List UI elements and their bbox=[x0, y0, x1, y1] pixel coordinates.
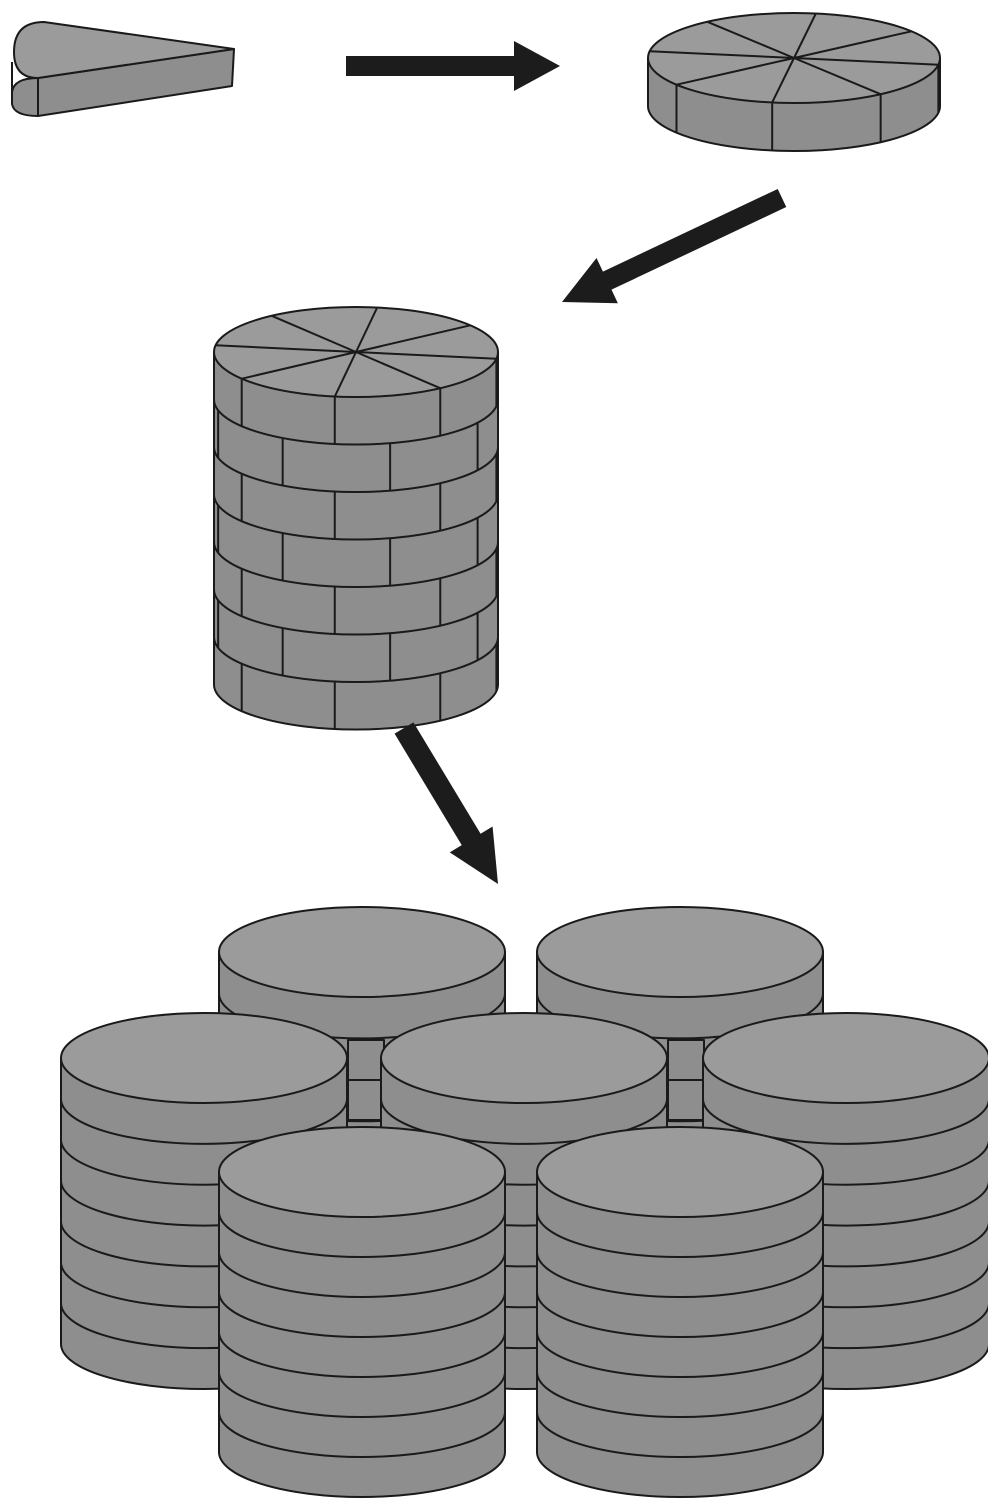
layer-seam bbox=[218, 1411, 506, 1458]
wedge-divider bbox=[355, 324, 471, 353]
layer-seam bbox=[536, 1411, 824, 1458]
layer-seam bbox=[218, 1291, 506, 1338]
wedge-divider bbox=[355, 351, 441, 390]
layer-seam bbox=[218, 1251, 506, 1298]
layer-seam bbox=[536, 1251, 824, 1298]
wedge-divider bbox=[771, 57, 795, 103]
layer-seam bbox=[213, 446, 499, 493]
brick-stack-cylinder bbox=[213, 306, 499, 731]
cylinder-top bbox=[218, 906, 506, 998]
layer-seam bbox=[213, 399, 499, 446]
arrow-shape bbox=[562, 188, 787, 304]
cylinder-top bbox=[702, 1012, 988, 1104]
arrow-wedge-to-ring bbox=[346, 41, 560, 91]
cylinder-top bbox=[60, 1012, 348, 1104]
wedge-divider bbox=[676, 57, 795, 86]
wedge-piece bbox=[11, 21, 235, 117]
wedge-divider bbox=[649, 50, 795, 59]
layer-seam bbox=[213, 589, 499, 636]
wedge-divider bbox=[355, 307, 379, 353]
layer-seam bbox=[60, 1098, 348, 1145]
layer-seam bbox=[536, 1291, 824, 1338]
wedge-divider bbox=[333, 351, 357, 397]
cylinder-side bbox=[218, 1171, 506, 1498]
layer-seam bbox=[536, 1211, 824, 1258]
arrow-ring-to-stack bbox=[562, 188, 787, 304]
cylinder-cluster bbox=[60, 906, 988, 1498]
wedge-divider bbox=[793, 57, 882, 96]
wedge-divider bbox=[355, 351, 497, 360]
cylinder-side bbox=[536, 1171, 824, 1498]
layer-seam bbox=[213, 541, 499, 588]
arrow-stack-to-cluster bbox=[394, 722, 498, 884]
cylinder-top bbox=[536, 906, 824, 998]
layer-seam bbox=[218, 1211, 506, 1258]
front-cylinder bbox=[218, 1126, 506, 1498]
wedge-divider bbox=[271, 314, 357, 353]
single-layer-ring bbox=[647, 12, 941, 152]
wedge-divider bbox=[241, 351, 357, 380]
stack-side bbox=[213, 351, 499, 731]
layer-seam bbox=[218, 1331, 506, 1378]
front-cylinder bbox=[536, 1126, 824, 1498]
layer-seam bbox=[213, 494, 499, 541]
layer-seam bbox=[536, 1371, 824, 1418]
cylinder-top bbox=[218, 1126, 506, 1218]
wedge-divider bbox=[215, 344, 357, 353]
layer-seam bbox=[380, 1098, 668, 1145]
arrow-shape bbox=[394, 722, 498, 884]
layer-seam bbox=[702, 1098, 988, 1145]
cylinder-top bbox=[380, 1012, 668, 1104]
wedge-divider bbox=[793, 13, 817, 59]
layer-seam bbox=[218, 1371, 506, 1418]
layer-seam bbox=[536, 1331, 824, 1378]
wedge-top bbox=[13, 21, 235, 79]
layer-seam bbox=[213, 636, 499, 683]
wedge-divider bbox=[793, 57, 939, 66]
wedge-divider bbox=[793, 30, 912, 59]
arrow-shape bbox=[346, 41, 560, 91]
wedge-divider bbox=[706, 20, 795, 59]
cylinder-top bbox=[536, 1126, 824, 1218]
